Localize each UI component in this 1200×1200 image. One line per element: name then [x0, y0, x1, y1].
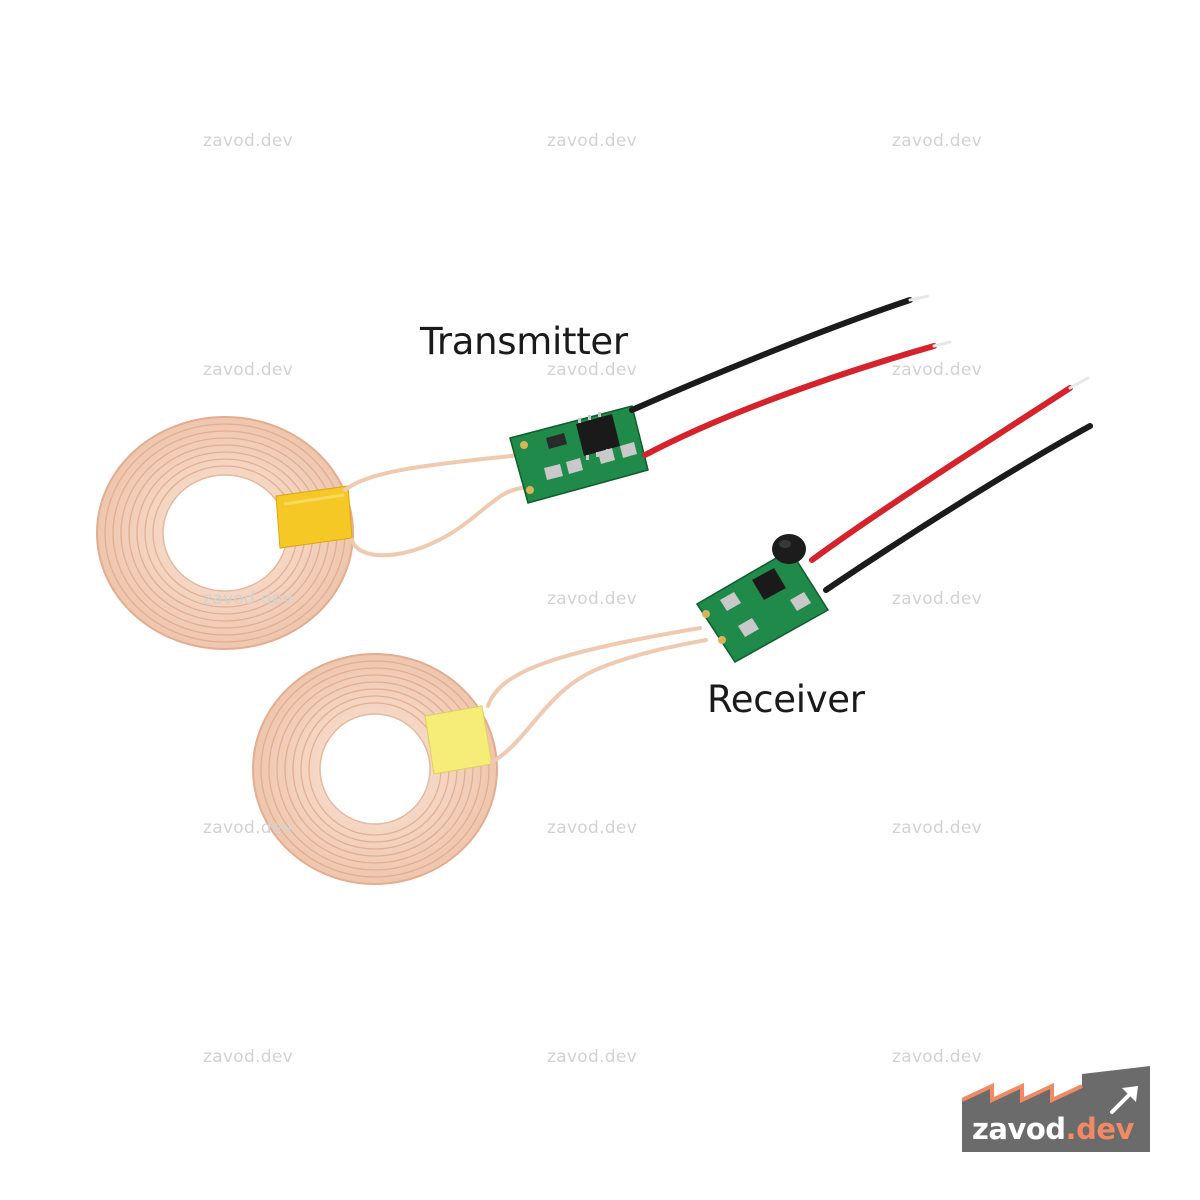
- watermark: zavod.dev: [203, 360, 294, 380]
- watermark: zavod.dev: [547, 1047, 638, 1067]
- watermark: zavod.dev: [547, 818, 638, 838]
- transmitter-coil: [96, 416, 354, 650]
- factory-roof-icon: [962, 1066, 1150, 1152]
- watermark: zavod.dev: [547, 131, 638, 151]
- receiver-coil-leads: [486, 626, 708, 764]
- transmitter-coil-leads: [343, 453, 524, 558]
- transmitter-coil-tape: [275, 485, 353, 549]
- watermark: zavod.dev: [203, 589, 294, 609]
- receiver-wires: [809, 376, 1093, 593]
- logo-name: zavod: [972, 1112, 1066, 1146]
- watermark: zavod.dev: [547, 589, 638, 609]
- watermark: zavod.dev: [892, 360, 983, 380]
- watermark: zavod.dev: [547, 360, 638, 380]
- watermark: zavod.dev: [892, 818, 983, 838]
- logo-tld: .dev: [1065, 1112, 1135, 1146]
- receiver-label: Receiver: [707, 678, 865, 721]
- transmitter-wires: [629, 294, 952, 458]
- logo-wordmark: zavod.dev: [972, 1112, 1134, 1146]
- transmitter-pcb: [509, 405, 649, 504]
- receiver-pcb: [695, 534, 830, 663]
- zavod-logo: [962, 1066, 1150, 1152]
- watermark: zavod.dev: [203, 818, 294, 838]
- receiver-coil-tape: [424, 705, 493, 775]
- arrow-up-right-icon: [1110, 1086, 1138, 1114]
- watermark: zavod.dev: [203, 1047, 294, 1067]
- watermark: zavod.dev: [892, 131, 983, 151]
- watermark: zavod.dev: [892, 589, 983, 609]
- watermark: zavod.dev: [203, 131, 294, 151]
- transmitter-label: Transmitter: [420, 320, 628, 363]
- watermark: zavod.dev: [892, 1047, 983, 1067]
- receiver-coil: [252, 653, 498, 885]
